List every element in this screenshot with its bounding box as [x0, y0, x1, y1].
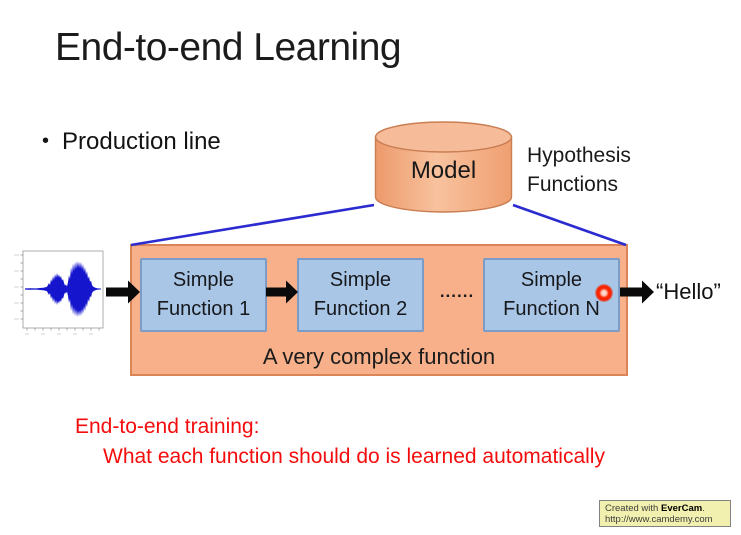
evercam-watermark: Created with EverCam. http://www.camdemy…: [599, 500, 731, 527]
output-label: “Hello”: [656, 279, 721, 304]
ellipsis-dots: ......: [439, 282, 475, 301]
bullet-production-line: • Production line: [42, 128, 221, 156]
audio-waveform-plot: [14, 250, 104, 335]
waveform-shape: [25, 261, 101, 317]
axis-label-marks: [14, 254, 93, 335]
axis-ticks: [20, 254, 100, 331]
simple-function-n-line2: Function N: [503, 298, 600, 320]
hypothesis-line1: Hypothesis: [527, 144, 631, 167]
laser-pointer-dot: [595, 284, 613, 302]
model-cylinder: [374, 121, 513, 213]
slide-title: End-to-end Learning: [55, 26, 402, 69]
simple-function-n-line1: Simple: [520, 269, 583, 291]
training-note-line1: End-to-end training:: [75, 415, 260, 438]
watermark-url: http://www.camdemy.com: [605, 514, 713, 525]
simple-function-2-box: Simple Function 2: [297, 258, 424, 332]
training-note-line2: What each function should do is learned …: [103, 445, 605, 468]
hypothesis-line2: Functions: [527, 173, 619, 196]
hypothesis-functions-label: Hypothesis Functions: [527, 141, 631, 199]
simple-function-2-line2: Function 2: [313, 298, 408, 320]
simple-function-1-line2: Function 1: [156, 298, 251, 320]
model-label: Model: [410, 157, 477, 184]
bullet-icon: •: [42, 130, 50, 152]
evercam-brand: EverCam: [660, 503, 703, 514]
simple-function-1-box: Simple Function 1: [140, 258, 267, 332]
simple-function-1-line1: Simple: [172, 269, 235, 291]
complex-function-label: A very complex function: [262, 344, 496, 369]
simple-function-2-line1: Simple: [329, 269, 392, 291]
bullet-text: Production line: [62, 128, 221, 155]
watermark-line1: Created with EverCam.: [605, 503, 705, 514]
